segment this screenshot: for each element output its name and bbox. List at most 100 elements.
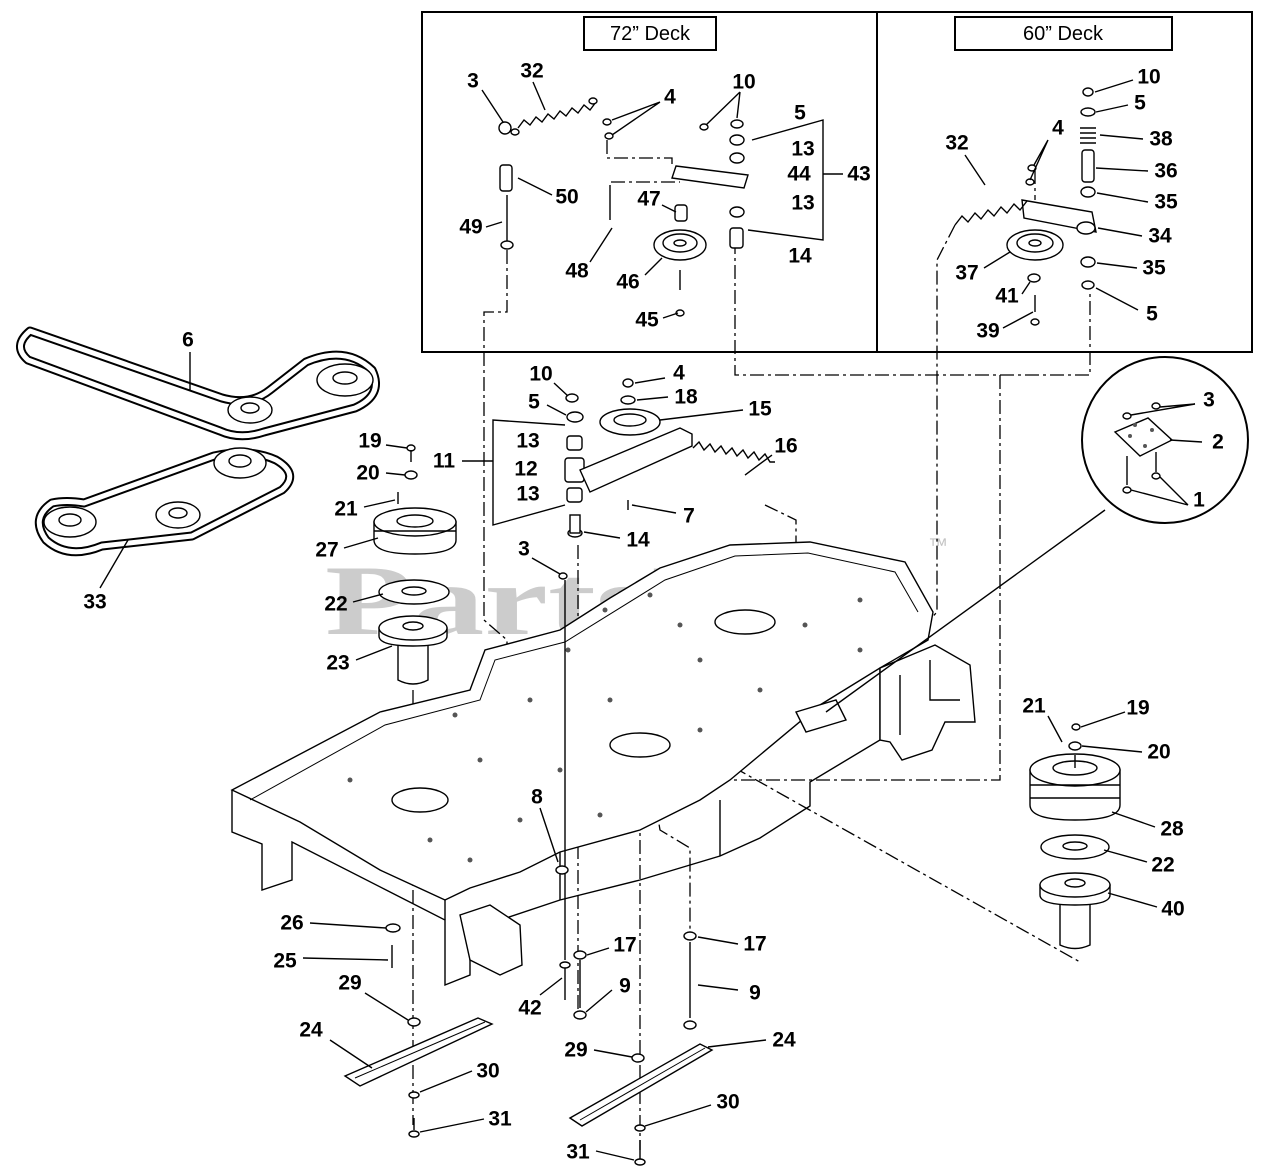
callout: 38 <box>1149 128 1173 151</box>
washer-icon <box>1040 834 1110 860</box>
detail-border <box>1081 356 1249 524</box>
idler-assembly <box>555 378 775 1000</box>
callout: 35 <box>1154 191 1178 214</box>
callouts-deck-60: 10 5 38 36 35 34 35 5 32 4 37 41 39 <box>945 66 1178 343</box>
callout: 20 <box>356 462 379 485</box>
callout: 26 <box>280 912 303 935</box>
detail-circle <box>825 356 1249 713</box>
callout: 17 <box>613 934 636 957</box>
callouts-lower: 8 26 25 29 24 30 31 17 42 9 17 9 29 24 3… <box>273 786 796 1164</box>
callout: 19 <box>1126 697 1149 720</box>
callout: 50 <box>555 186 578 209</box>
left-spindle <box>343 444 494 1138</box>
spring-icon <box>517 101 597 129</box>
callout: 23 <box>326 652 349 675</box>
idler-arm-plate-icon <box>671 165 749 189</box>
spindle-housing-icon <box>397 634 429 685</box>
callout: 47 <box>637 188 660 211</box>
callout: 42 <box>518 997 541 1020</box>
callout: 37 <box>955 262 978 285</box>
deck-housing <box>230 541 976 987</box>
leader-lines <box>99 79 1203 1161</box>
deck-60-parts <box>954 87 1097 326</box>
callout: 8 <box>531 786 543 809</box>
callout: 5 <box>1146 303 1158 326</box>
callout: 11 <box>433 450 456 473</box>
callout: 27 <box>315 539 338 562</box>
callout: 28 <box>1160 818 1184 841</box>
tube-icon <box>499 164 513 192</box>
callout: 41 <box>995 285 1019 308</box>
deck-inset-frame: 72” Deck 60” Deck <box>421 11 1253 353</box>
callout: 17 <box>743 933 766 956</box>
callout: 49 <box>459 216 482 239</box>
nut-icon <box>498 121 512 135</box>
callout: 32 <box>520 60 543 83</box>
spindle-opening <box>391 787 449 813</box>
pulley-icon <box>316 363 374 397</box>
callout: 22 <box>1151 854 1174 877</box>
callout: 30 <box>476 1060 499 1083</box>
callout: 30 <box>716 1091 739 1114</box>
callout: 18 <box>674 386 698 409</box>
callout: 1 <box>1193 489 1205 512</box>
callout: 6 <box>182 329 194 352</box>
callout: 35 <box>1142 257 1166 280</box>
inset-border <box>421 11 1253 353</box>
tube-icon <box>1081 149 1095 183</box>
deck-60-title: 60” Deck <box>1023 23 1104 45</box>
pulley-icon <box>599 408 661 436</box>
callout: 3 <box>1203 389 1215 412</box>
callout: 33 <box>83 591 106 614</box>
callout: 5 <box>1134 92 1146 115</box>
callouts-idler: 10 4 18 15 5 13 12 13 11 16 7 14 3 <box>433 362 798 561</box>
callouts-belts: 6 33 <box>83 329 194 614</box>
callout: 3 <box>518 538 530 561</box>
watermark-trademark: ™ <box>928 535 948 557</box>
pulley-icon <box>213 447 267 479</box>
spring-icon <box>954 200 1028 226</box>
callout: 13 <box>516 483 539 506</box>
callout: 32 <box>945 132 968 155</box>
pulley-icon <box>43 506 97 538</box>
mounting-plate <box>795 699 847 733</box>
callout: 10 <box>732 71 755 94</box>
bracket-8 <box>555 865 569 875</box>
callout: 45 <box>635 309 659 332</box>
callout: 34 <box>1148 225 1172 248</box>
callout: 24 <box>772 1029 796 1052</box>
belts <box>16 326 380 557</box>
washer-icon <box>378 579 450 605</box>
callout: 31 <box>566 1141 590 1164</box>
callout: 39 <box>976 320 999 343</box>
callout: 31 <box>488 1108 512 1131</box>
callout: 22 <box>324 593 347 616</box>
callout: 13 <box>791 138 814 161</box>
idler-arm-plate-icon <box>1021 199 1097 233</box>
callout: 21 <box>334 498 358 521</box>
spindle-housing-icon <box>1059 894 1091 950</box>
callout: 24 <box>299 1019 323 1042</box>
callout: 21 <box>1022 695 1046 718</box>
deck-72-header-box <box>583 16 717 51</box>
callouts-detail: 3 2 1 <box>1193 389 1224 512</box>
frame-bracket <box>879 644 976 761</box>
callout: 29 <box>338 972 361 995</box>
spring-icon <box>692 440 775 463</box>
callout: 10 <box>529 363 552 386</box>
callout: 14 <box>626 529 650 552</box>
deck-72-parts <box>498 97 749 317</box>
callout: 40 <box>1161 898 1184 921</box>
mounting-plate-icon <box>1113 417 1174 457</box>
callout: 7 <box>683 505 695 528</box>
callouts-right-spindle: 21 19 20 28 22 40 <box>1022 695 1184 921</box>
callouts-left-spindle: 19 20 21 27 22 23 <box>315 430 381 675</box>
callout: 25 <box>273 950 297 973</box>
spindle-opening <box>714 609 776 635</box>
callout: 2 <box>1212 431 1224 454</box>
callout: 4 <box>673 362 685 385</box>
callout: 10 <box>1137 66 1160 89</box>
callouts-deck-72: 3 32 4 10 5 13 44 43 13 14 50 47 49 48 4… <box>459 60 870 332</box>
idler-arm-icon <box>579 427 693 493</box>
